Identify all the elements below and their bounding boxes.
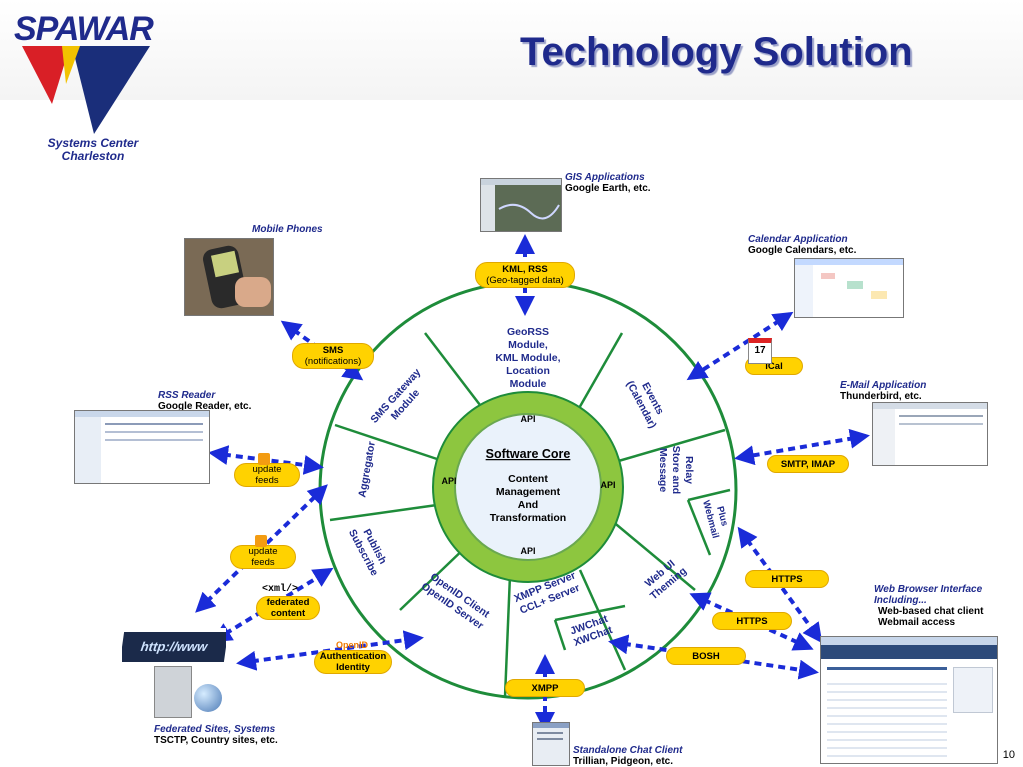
arrow-federated <box>211 567 334 643</box>
svg-text:Location: Location <box>506 365 550 377</box>
web-caption: Web Browser Interface Including... Web-b… <box>874 584 984 628</box>
calendar-icon: 17 <box>748 338 772 364</box>
svg-text:GeoRSS: GeoRSS <box>507 326 549 338</box>
spawar-logo-emblem <box>22 46 150 134</box>
xml-badge: <xml/> <box>262 584 299 595</box>
svg-text:Message: Message <box>657 448 669 493</box>
rss-reader-screenshot <box>74 410 210 484</box>
segment-georss: GeoRSS Module, KML Module, Location Modu… <box>495 326 560 390</box>
core-body: Content Management And Transformation <box>490 473 566 524</box>
url-banner: http://www <box>122 632 226 662</box>
pill-sms: SMS (notifications) <box>292 343 374 369</box>
gis-screenshot <box>480 178 562 232</box>
pill-authentication-identity: Authentication Identity <box>314 650 392 674</box>
api-label-left: API <box>441 476 456 486</box>
pill-kml-rss: KML, RSS (Geo-tagged data) <box>475 262 575 288</box>
pill-federated-content: federated content <box>256 596 320 620</box>
sector-dividers <box>329 332 731 698</box>
email-client-screenshot <box>872 402 988 466</box>
svg-text:Content: Content <box>508 473 548 485</box>
web-browser-screenshot <box>820 636 998 764</box>
svg-text:Management: Management <box>496 486 561 498</box>
svg-text:Relay: Relay <box>683 456 695 484</box>
pill-https-1: HTTPS <box>745 570 829 588</box>
pill-bosh: BOSH <box>666 647 746 665</box>
chat-client-screenshot <box>532 722 570 766</box>
logo-subtitle: Systems Center Charleston <box>47 136 139 163</box>
openid-logo: OpenID <box>336 640 369 650</box>
mobile-phone-photo <box>184 238 274 316</box>
segment-message: Message Store and Relay <box>657 446 695 494</box>
page-number: 10 <box>1002 749 1015 761</box>
svg-text:Transformation: Transformation <box>490 512 566 524</box>
api-label-bottom: API <box>520 546 535 556</box>
rss-icon <box>255 535 267 547</box>
svg-text:And: And <box>518 499 538 511</box>
pill-https-2: HTTPS <box>712 612 792 630</box>
svg-text:Module: Module <box>510 378 547 390</box>
api-label-top: API <box>520 414 535 424</box>
pill-smtp-imap: SMTP, IMAP <box>767 455 849 473</box>
email-caption: E-Mail Application Thunderbird, etc. <box>840 380 927 402</box>
federated-sites-image: http://www <box>122 628 226 718</box>
svg-text:Plus: Plus <box>714 505 730 527</box>
svg-text:Module,: Module, <box>508 339 548 351</box>
rss-icon <box>258 453 270 465</box>
page-title: Technology Solution <box>520 30 913 74</box>
pill-xmpp: XMPP <box>505 679 585 697</box>
gis-caption: GIS Applications Google Earth, etc. <box>565 172 651 194</box>
arrow-calendar <box>686 311 794 381</box>
pill-update-feeds-1: update feeds <box>234 463 300 487</box>
globe-icon <box>194 684 222 712</box>
arrow-email <box>734 428 870 466</box>
api-label-right: API <box>600 480 615 490</box>
federated-caption: Federated Sites, Systems TSCTP, Country … <box>154 724 278 746</box>
core-title: Software Core <box>486 447 571 461</box>
svg-text:KML Module,: KML Module, <box>495 352 560 364</box>
calendar-screenshot <box>794 258 904 318</box>
core-disc <box>454 413 602 561</box>
pill-update-feeds-2: update feeds <box>230 545 296 569</box>
rss-caption: RSS Reader Google Reader, etc. <box>158 390 252 412</box>
calendar-caption: Calendar Application Google Calendars, e… <box>748 234 857 256</box>
logo-text: SPAWAR <box>14 10 154 48</box>
svg-text:Store and: Store and <box>670 446 682 494</box>
mobile-caption: Mobile Phones <box>252 224 323 235</box>
server-icon <box>154 666 192 718</box>
chat-caption: Standalone Chat Client Trillian, Pidgeon… <box>573 745 683 767</box>
header-band <box>0 0 1023 100</box>
